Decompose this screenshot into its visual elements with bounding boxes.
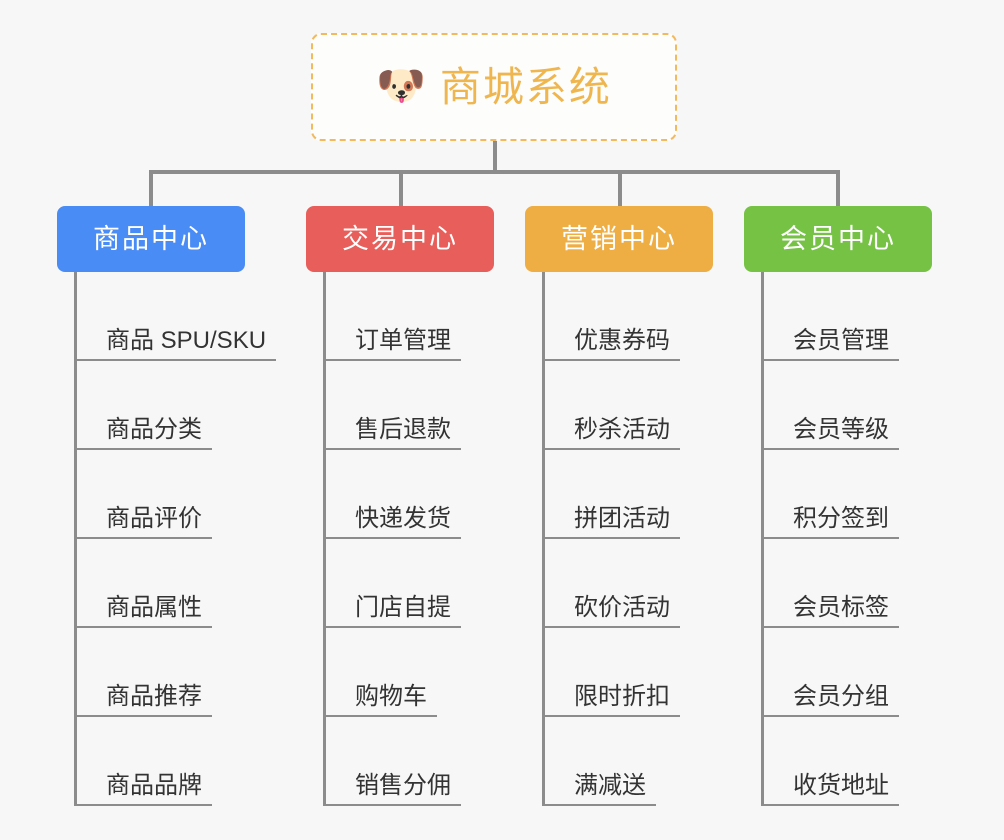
leaf-label: 订单管理 (355, 326, 451, 354)
leaf-label: 商品品牌 (106, 771, 202, 799)
leaf-label: 秒杀活动 (574, 415, 670, 443)
leaf-underline: 收货地址 (761, 773, 899, 806)
leaf-item[interactable]: 积分签到 (761, 450, 932, 539)
category-label: 营销中心 (561, 223, 677, 254)
leaf-label: 优惠券码 (574, 326, 670, 354)
branch-column-member-center: 会员中心会员管理会员等级积分签到会员标签会员分组收货地址 (744, 206, 932, 806)
leaf-label: 拼团活动 (574, 504, 670, 532)
leaf-underline: 秒杀活动 (542, 417, 680, 450)
leaf-item[interactable]: 订单管理 (323, 272, 494, 361)
leaf-underline: 砍价活动 (542, 595, 680, 628)
branch-column-trade-center: 交易中心订单管理售后退款快递发货门店自提购物车销售分佣 (306, 206, 494, 806)
leaf-underline: 销售分佣 (323, 773, 461, 806)
leaf-underline: 拼团活动 (542, 506, 680, 539)
leaf-underline: 商品评价 (74, 506, 212, 539)
category-box-trade-center[interactable]: 交易中心 (306, 206, 494, 272)
connector-drop-4 (836, 170, 840, 208)
leaf-item[interactable]: 会员管理 (761, 272, 932, 361)
leaf-item[interactable]: 商品属性 (74, 539, 245, 628)
dog-face-icon: 🐶 (376, 64, 426, 108)
leaf-item[interactable]: 销售分佣 (323, 717, 494, 806)
leaf-underline: 商品推荐 (74, 684, 212, 717)
category-label: 会员中心 (780, 223, 896, 254)
connector-drop-3 (618, 170, 622, 208)
leaf-label: 积分签到 (793, 504, 889, 532)
leaf-item[interactable]: 收货地址 (761, 717, 932, 806)
leaf-item[interactable]: 商品分类 (74, 361, 245, 450)
leaf-item[interactable]: 购物车 (323, 628, 494, 717)
leaf-label: 限时折扣 (574, 682, 670, 710)
category-box-member-center[interactable]: 会员中心 (744, 206, 932, 272)
leaf-label: 商品分类 (106, 415, 202, 443)
leaf-label: 商品 SPU/SKU (106, 326, 267, 354)
leaf-underline: 限时折扣 (542, 684, 680, 717)
leaf-item[interactable]: 满减送 (542, 717, 713, 806)
leaf-list-marketing-center: 优惠券码秒杀活动拼团活动砍价活动限时折扣满减送 (542, 272, 713, 806)
leaf-list-trade-center: 订单管理售后退款快递发货门店自提购物车销售分佣 (323, 272, 494, 806)
leaf-item[interactable]: 商品推荐 (74, 628, 245, 717)
leaf-label: 商品推荐 (106, 682, 202, 710)
root-title: 商城系统 (439, 63, 612, 110)
leaf-list-member-center: 会员管理会员等级积分签到会员标签会员分组收货地址 (761, 272, 932, 806)
leaf-underline: 优惠券码 (542, 328, 680, 361)
leaf-item[interactable]: 商品评价 (74, 450, 245, 539)
category-box-marketing-center[interactable]: 营销中心 (525, 206, 713, 272)
leaf-label: 销售分佣 (355, 771, 451, 799)
leaf-label: 会员分组 (793, 682, 889, 710)
leaf-label: 商品评价 (106, 504, 202, 532)
leaf-underline: 商品属性 (74, 595, 212, 628)
leaf-underline: 商品 SPU/SKU (74, 326, 277, 361)
leaf-item[interactable]: 会员分组 (761, 628, 932, 717)
root-node[interactable]: 🐶 商城系统 (311, 33, 677, 141)
connector-horizontal-bus (149, 170, 840, 174)
leaf-underline: 购物车 (323, 684, 437, 717)
leaf-underline: 满减送 (542, 773, 656, 806)
leaf-item[interactable]: 秒杀活动 (542, 361, 713, 450)
leaf-underline: 会员等级 (761, 417, 899, 450)
leaf-label: 会员等级 (793, 415, 889, 443)
leaf-item[interactable]: 商品品牌 (74, 717, 245, 806)
connector-drop-2 (399, 170, 403, 208)
leaf-underline: 积分签到 (761, 506, 899, 539)
leaf-label: 会员管理 (793, 326, 889, 354)
leaf-underline: 会员管理 (761, 328, 899, 361)
leaf-item[interactable]: 限时折扣 (542, 628, 713, 717)
leaf-item[interactable]: 优惠券码 (542, 272, 713, 361)
leaf-item[interactable]: 门店自提 (323, 539, 494, 628)
leaf-item[interactable]: 售后退款 (323, 361, 494, 450)
leaf-underline: 商品品牌 (74, 773, 212, 806)
leaf-item[interactable]: 会员等级 (761, 361, 932, 450)
leaf-underline: 售后退款 (323, 417, 461, 450)
branch-column-marketing-center: 营销中心优惠券码秒杀活动拼团活动砍价活动限时折扣满减送 (525, 206, 713, 806)
leaf-underline: 订单管理 (323, 328, 461, 361)
leaf-label: 砍价活动 (574, 593, 670, 621)
leaf-label: 满减送 (574, 771, 646, 799)
leaf-item[interactable]: 拼团活动 (542, 450, 713, 539)
leaf-label: 商品属性 (106, 593, 202, 621)
leaf-item[interactable]: 砍价活动 (542, 539, 713, 628)
leaf-item[interactable]: 快递发货 (323, 450, 494, 539)
leaf-item[interactable]: 会员标签 (761, 539, 932, 628)
leaf-underline: 门店自提 (323, 595, 461, 628)
branch-column-product-center: 商品中心商品 SPU/SKU 商品分类商品评价商品属性商品推荐商品品牌 (57, 206, 277, 806)
leaf-underline: 快递发货 (323, 506, 461, 539)
leaf-label: 快递发货 (355, 504, 451, 532)
leaf-underline: 商品分类 (74, 417, 212, 450)
leaf-item[interactable]: 商品 SPU/SKU (74, 272, 277, 361)
leaf-label: 收货地址 (793, 771, 889, 799)
connector-root-stem (493, 141, 497, 173)
leaf-label: 购物车 (355, 682, 427, 710)
leaf-label: 会员标签 (793, 593, 889, 621)
leaf-underline: 会员标签 (761, 595, 899, 628)
category-box-product-center[interactable]: 商品中心 (57, 206, 245, 272)
leaf-label: 售后退款 (355, 415, 451, 443)
leaf-list-product-center: 商品 SPU/SKU 商品分类商品评价商品属性商品推荐商品品牌 (74, 272, 277, 806)
leaf-label: 门店自提 (355, 593, 451, 621)
connector-drop-1 (149, 170, 153, 208)
leaf-underline: 会员分组 (761, 684, 899, 717)
category-label: 商品中心 (93, 223, 209, 254)
category-label: 交易中心 (342, 223, 458, 254)
